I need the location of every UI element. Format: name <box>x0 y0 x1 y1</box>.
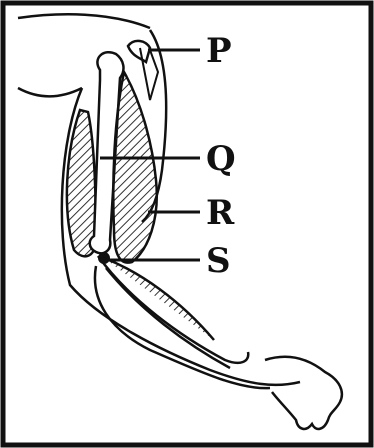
triceps-muscle <box>67 110 96 256</box>
tendon-upper <box>128 41 150 62</box>
label-s: S <box>206 241 231 281</box>
diagram-frame <box>3 3 371 445</box>
biceps-muscle <box>113 72 156 263</box>
label-p: P <box>206 31 232 71</box>
label-r: R <box>206 193 235 233</box>
forearm-muscle <box>104 258 214 340</box>
elbow-joint <box>98 252 110 264</box>
hand-outline <box>265 357 342 429</box>
label-q: Q <box>206 139 236 179</box>
